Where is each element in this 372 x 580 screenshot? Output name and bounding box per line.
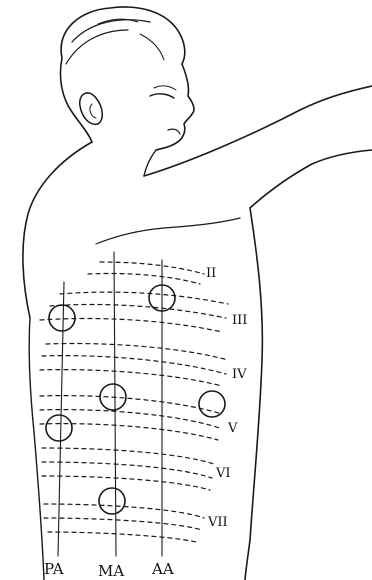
rib-label-v: V bbox=[227, 421, 238, 436]
reference-lines bbox=[58, 252, 162, 556]
rib-labels: II III IV V VI VII bbox=[206, 266, 247, 530]
auscultation-sites bbox=[46, 285, 225, 514]
axis-label-ma: MA bbox=[98, 562, 124, 580]
auscultation-circle bbox=[199, 391, 225, 417]
head-illustration bbox=[60, 7, 194, 176]
rib-label-vii: VII bbox=[207, 515, 228, 530]
axis-label-aa: AA bbox=[151, 560, 174, 578]
rib-label-vi: VI bbox=[215, 466, 231, 481]
rib-label-iv: IV bbox=[232, 367, 247, 382]
axis-label-pa: PA bbox=[44, 560, 64, 578]
auscultation-circle bbox=[99, 488, 125, 514]
rib-label-ii: II bbox=[206, 266, 216, 281]
mid-axillary-line bbox=[114, 252, 116, 556]
axis-labels: PA MA AA bbox=[44, 560, 174, 580]
auscultation-circle bbox=[49, 305, 75, 331]
posterior-axillary-line bbox=[58, 282, 64, 556]
rib-label-iii: III bbox=[232, 313, 247, 328]
torso-illustration bbox=[23, 86, 372, 580]
auscultation-circle bbox=[46, 415, 72, 441]
